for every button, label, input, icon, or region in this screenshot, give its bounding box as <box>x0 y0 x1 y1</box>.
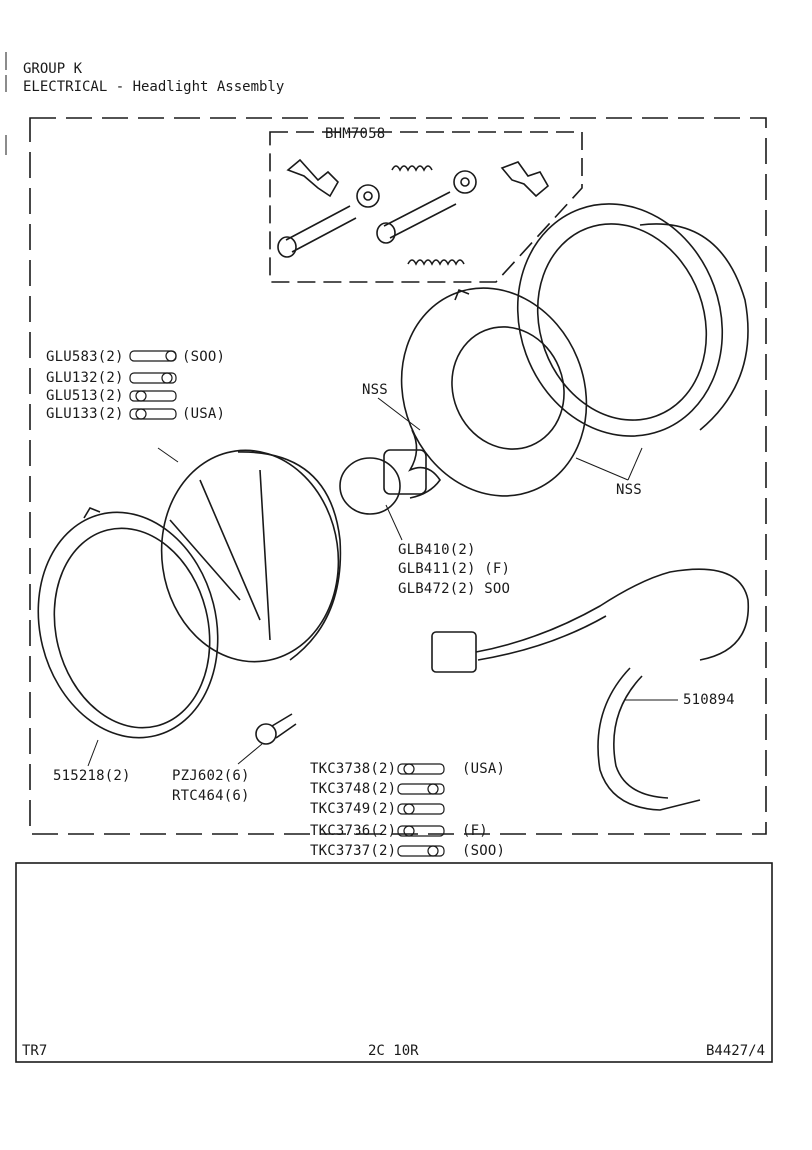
pzj602-screw <box>255 713 297 745</box>
callout-tkc3737: TKC3737(2) <box>310 843 397 859</box>
sealed-beam-unit <box>160 449 342 663</box>
callout-nss-top: NSS <box>362 382 388 398</box>
footer-model: TR7 <box>22 1043 48 1059</box>
bhm-kit-parts <box>277 158 550 266</box>
callout-tkc3736: TKC3736(2) <box>310 823 397 839</box>
callout-tkc3736-note: (F) <box>462 823 488 839</box>
seating-rim <box>400 287 588 497</box>
bhm-kit-boundary <box>269 131 583 283</box>
leader-lines <box>87 397 678 767</box>
bulb-icons <box>129 350 445 857</box>
callout-glu133-note: (USA) <box>182 406 226 422</box>
title-block <box>15 862 773 1063</box>
headlamp-bowl <box>516 203 749 437</box>
section-title: ELECTRICAL - Headlight Assembly <box>23 79 285 95</box>
callout-glu513: GLU513(2) <box>46 388 124 404</box>
callout-glb410: GLB410(2) <box>398 542 476 558</box>
callout-glu132: GLU132(2) <box>46 370 124 386</box>
callout-glb411: GLB411(2) (F) <box>398 561 511 577</box>
callout-glb472: GLB472(2) SOO <box>398 581 511 597</box>
bulb-holder <box>339 429 441 515</box>
callout-pzj602: PZJ602(6) <box>172 768 250 784</box>
wiring-harness <box>431 568 750 811</box>
group-title: GROUP K <box>23 61 83 77</box>
assembly-boundary <box>29 117 767 835</box>
callout-rtc464: RTC464(6) <box>172 788 250 804</box>
footer-page: 2C 10R <box>368 1043 419 1059</box>
footer-ref: B4427/4 <box>706 1043 766 1059</box>
callout-glu583: GLU583(2) <box>46 349 124 365</box>
callout-bhm7058: BHM7058 <box>325 126 386 142</box>
callout-glu133: GLU133(2) <box>46 406 124 422</box>
callout-515218: 515218(2) <box>53 768 131 784</box>
retaining-rim <box>37 507 219 739</box>
callout-tkc3748: TKC3748(2) <box>310 781 397 797</box>
callout-tkc3737-note: (SOO) <box>462 843 506 859</box>
callout-glu583-note: (SOO) <box>182 349 226 365</box>
callout-tkc3738: TKC3738(2) <box>310 761 397 777</box>
callout-nss-right: NSS <box>616 482 642 498</box>
callout-510894: 510894 <box>683 692 735 708</box>
callout-tkc3749: TKC3749(2) <box>310 801 397 817</box>
callout-tkc3738-note: (USA) <box>462 761 506 777</box>
